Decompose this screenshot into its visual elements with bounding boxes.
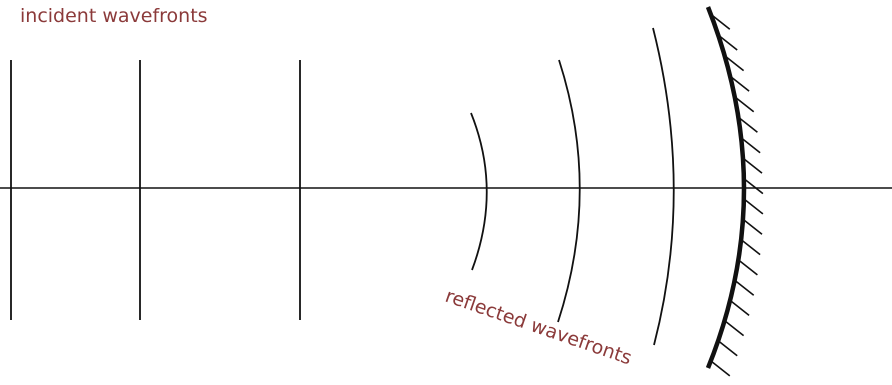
- reflected-wavefront-1: [470, 112, 488, 271]
- mirror-hatch-mark: [740, 238, 761, 256]
- mirror-hatch-mark: [743, 177, 764, 195]
- mirror-hatch-mark: [743, 198, 764, 215]
- reflected-wavefront-2: [557, 59, 581, 323]
- mirror-hatch-mark: [710, 360, 731, 377]
- mirror-hatch-mark: [717, 340, 738, 357]
- incident-wavefronts-label: incident wavefronts: [20, 5, 208, 27]
- mirror-hatch-mark: [742, 218, 763, 235]
- mirror-hatch-mark: [740, 137, 761, 154]
- mirror-hatch-mark: [724, 54, 745, 72]
- reflected-wavefronts-label: reflected wavefronts: [442, 285, 634, 369]
- mirror-hatch-mark: [737, 116, 758, 133]
- mirror-hatch-mark: [717, 34, 738, 51]
- mirror-hatch-mark: [737, 259, 758, 276]
- reflected-wavefront-3: [652, 27, 675, 346]
- mirror-hatch-mark: [729, 299, 750, 317]
- mirror-hatch-mark: [710, 13, 731, 30]
- mirror-hatch-mark: [742, 157, 763, 174]
- mirror-hatching: [710, 13, 764, 377]
- mirror-hatch-mark: [724, 319, 745, 337]
- mirror-hatch-mark: [729, 75, 750, 92]
- mirror-hatch-mark: [734, 279, 755, 296]
- mirror-hatch-mark: [734, 96, 755, 113]
